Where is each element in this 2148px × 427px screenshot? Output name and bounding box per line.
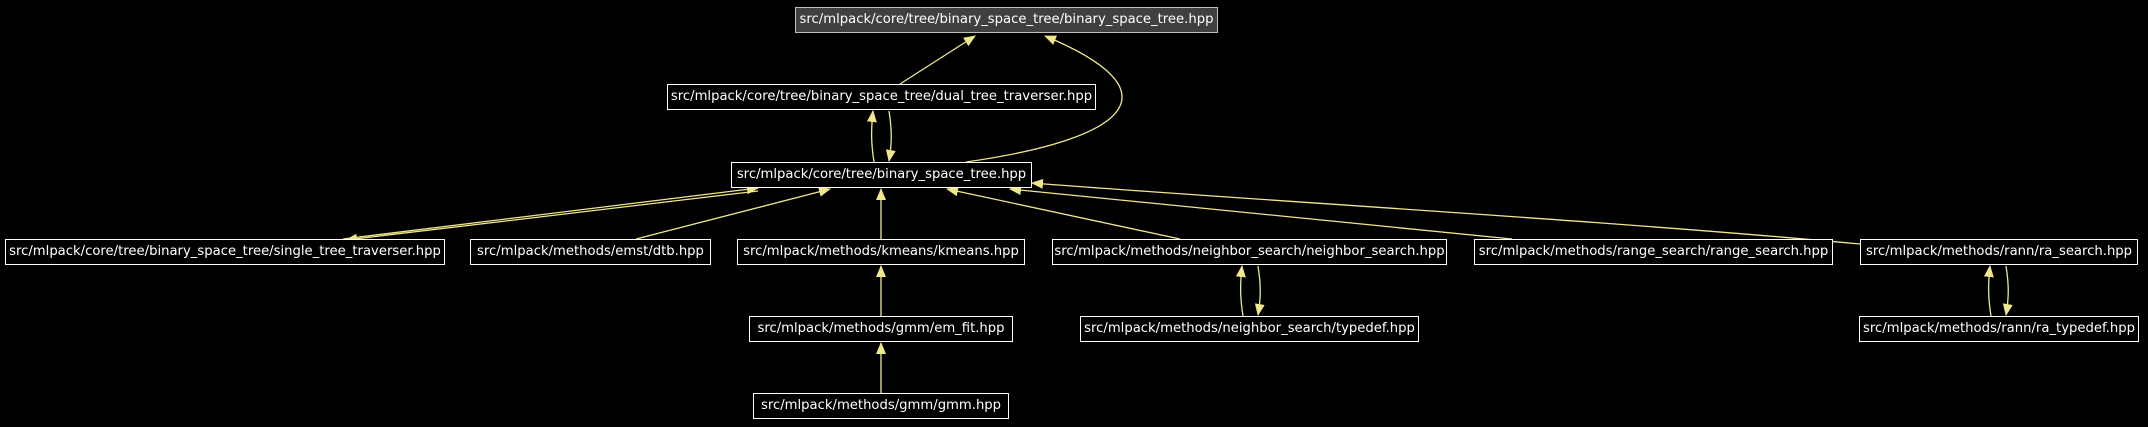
edge-single-to-bst	[342, 184, 759, 240]
edge-range-to-bst	[1009, 185, 1513, 240]
edge-ns-to-bst	[946, 186, 1181, 240]
node-bst-root[interactable]: src/mlpack/core/tree/binary_space_tree/b…	[795, 7, 1218, 33]
edge-bst-to-dual	[866, 110, 877, 163]
node-dual[interactable]: src/mlpack/core/tree/binary_space_tree/d…	[667, 84, 1096, 110]
edge-bst-to-bst_root	[965, 35, 1123, 163]
edge-ratypedef-to-ra	[1983, 265, 1994, 317]
edge-ra-to-bst	[1031, 178, 1861, 245]
node-ratypedef[interactable]: src/mlpack/methods/rann/ra_typedef.hpp	[1859, 316, 2139, 342]
node-range[interactable]: src/mlpack/methods/range_search/range_se…	[1474, 239, 1833, 265]
edge-nstypedef-to-ns	[1235, 265, 1246, 317]
node-ns[interactable]: src/mlpack/methods/neighbor_search/neigh…	[1052, 239, 1447, 265]
edge-dual-to-bst	[885, 110, 896, 162]
node-ra[interactable]: src/mlpack/methods/rann/ra_search.hpp	[1860, 239, 2138, 265]
node-dtb[interactable]: src/mlpack/methods/emst/dtb.hpp	[470, 239, 711, 265]
edges-layer	[342, 35, 2013, 393]
node-gmm[interactable]: src/mlpack/methods/gmm/gmm.hpp	[753, 393, 1009, 419]
edge-bst-to-single	[345, 190, 759, 244]
edge-ra-to-ratypedef	[2002, 265, 2013, 316]
node-nstypedef[interactable]: src/mlpack/methods/neighbor_search/typed…	[1080, 316, 1419, 342]
edge-ns-to-nstypedef	[1254, 265, 1265, 316]
node-bst[interactable]: src/mlpack/core/tree/binary_space_tree.h…	[731, 162, 1032, 188]
node-single[interactable]: src/mlpack/core/tree/binary_space_tree/s…	[5, 239, 445, 265]
edge-dual-to-bst_root	[899, 35, 976, 85]
edge-dtb-to-bst	[635, 186, 831, 240]
node-kmeans[interactable]: src/mlpack/methods/kmeans/kmeans.hpp	[737, 239, 1025, 265]
node-emfit[interactable]: src/mlpack/methods/gmm/em_fit.hpp	[749, 316, 1013, 342]
